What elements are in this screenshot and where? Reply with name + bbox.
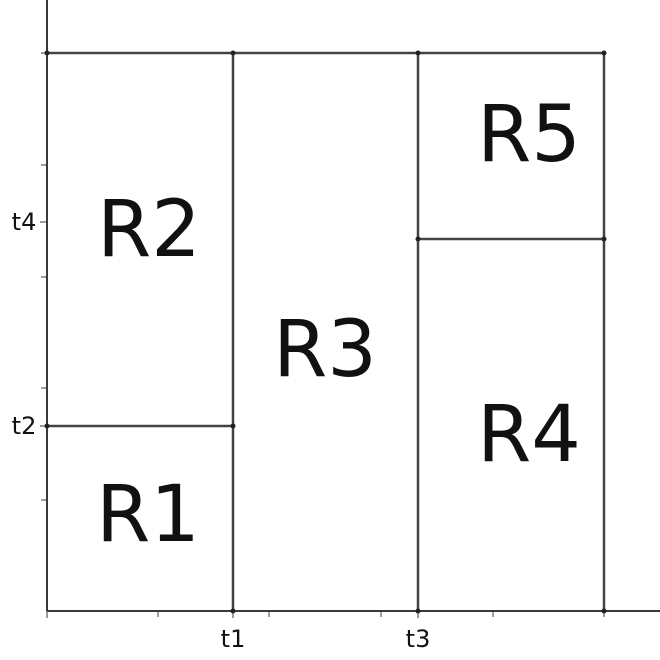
x-axis-ticks [46,611,605,618]
y-tick-label-t4: t4 [12,208,37,236]
partition-lines [47,51,606,611]
y-axis-ticks [40,52,47,501]
region-label-r3: R3 [273,305,377,395]
region-label-r5: R5 [477,90,581,180]
region-label-r1: R1 [96,470,200,560]
x-tick-label-t1: t1 [221,625,246,653]
region-label-r4: R4 [477,390,581,480]
vertex-dots [44,50,607,614]
x-tick-label-t3: t3 [406,625,431,653]
region-label-r2: R2 [97,185,201,275]
y-tick-label-t2: t2 [12,412,37,440]
